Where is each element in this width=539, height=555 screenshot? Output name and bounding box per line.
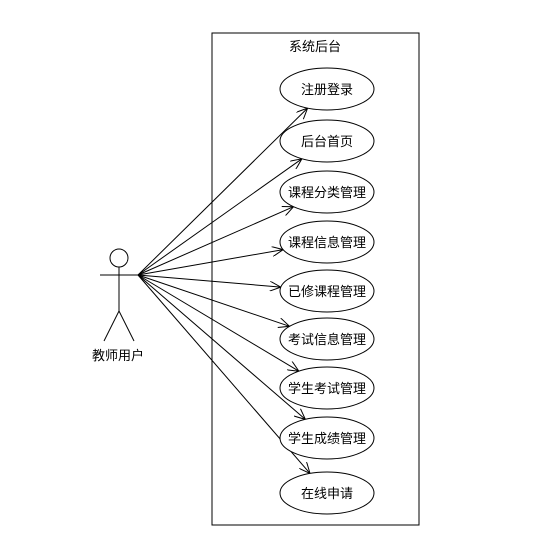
system-boundary — [211, 32, 420, 526]
use-case: 已修课程管理 — [279, 269, 375, 313]
association-line — [137, 274, 305, 419]
use-cases: 注册登录后台首页课程分类管理课程信息管理已修课程管理考试信息管理学生考试管理学生… — [279, 67, 375, 515]
use-case: 学生成绩管理 — [279, 416, 375, 460]
use-case-ellipse — [279, 119, 375, 163]
association-line — [137, 207, 294, 276]
use-case-ellipse — [279, 366, 375, 410]
association-line — [137, 159, 302, 276]
use-case-label: 已修课程管理 — [288, 285, 366, 300]
association-line — [137, 108, 308, 276]
use-case-ellipse — [279, 269, 375, 313]
use-case: 考试信息管理 — [279, 317, 375, 361]
use-case-label: 课程分类管理 — [288, 186, 366, 201]
association-line — [137, 274, 290, 326]
use-case-label: 学生考试管理 — [288, 381, 366, 397]
use-case-label: 考试信息管理 — [288, 332, 366, 348]
use-case-ellipse — [279, 317, 375, 361]
use-case-ellipse — [279, 416, 375, 460]
use-case-ellipse — [279, 471, 375, 515]
use-case: 学生考试管理 — [279, 366, 375, 410]
use-case: 课程信息管理 — [279, 220, 375, 264]
actor-leg-left — [103, 310, 120, 342]
actor-name: 教师用户 — [92, 348, 144, 364]
use-case: 注册登录 — [279, 67, 375, 111]
actor-head — [109, 248, 129, 268]
use-case-label: 在线申请 — [301, 487, 353, 502]
use-case-label: 学生成绩管理 — [288, 431, 366, 447]
use-case: 后台首页 — [279, 119, 375, 163]
use-case-label: 课程信息管理 — [288, 235, 366, 251]
association-line — [137, 250, 283, 276]
association-line — [137, 274, 281, 287]
use-case-label: 后台首页 — [301, 135, 353, 150]
use-case-ellipse — [279, 67, 375, 111]
use-case: 在线申请 — [279, 471, 375, 515]
use-case-label: 注册登录 — [301, 83, 353, 98]
association-lines — [137, 108, 310, 473]
actor-figure — [100, 248, 138, 342]
use-case-ellipse — [279, 170, 375, 214]
association-line — [137, 274, 299, 371]
use-case-ellipse — [279, 220, 375, 264]
use-case: 课程分类管理 — [279, 170, 375, 214]
actor-leg-right — [118, 310, 135, 342]
system-boundary-title: 系统后台 — [289, 40, 341, 55]
